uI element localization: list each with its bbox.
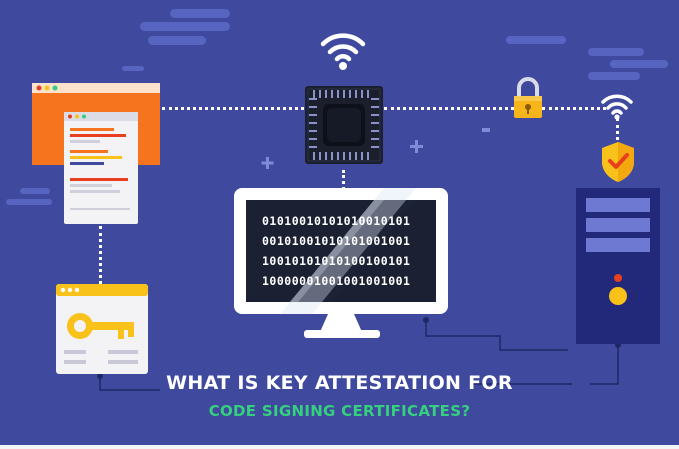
wifi-icon-small [601, 94, 633, 120]
binary-line-2: 00101001010101001001 [262, 234, 411, 248]
wifi-icon [320, 33, 366, 70]
connector-doc-key [99, 226, 102, 284]
key-icon [56, 284, 148, 374]
connector-wifi-shield [616, 118, 619, 140]
connector-browser-chip [162, 107, 304, 110]
connector-chip-monitor [342, 170, 345, 190]
connector-chip-lock [384, 107, 514, 110]
document-icon [64, 112, 138, 224]
chip-icon [305, 86, 383, 164]
monitor-icon [234, 188, 448, 338]
headline-line-1: WHAT IS KEY ATTESTATION FOR [166, 372, 513, 394]
headline-line-2: CODE SIGNING CERTIFICATES? [208, 402, 471, 420]
binary-line-1: 01010010101010010101 [262, 214, 411, 228]
connector-lock-wifi [542, 107, 606, 110]
bottom-border [0, 445, 679, 449]
binary-line-4: 10000001001001001001 [262, 274, 411, 288]
binary-line-3: 10010101010100100101 [262, 254, 411, 268]
shield-check-icon [602, 142, 634, 182]
padlock-icon [514, 77, 542, 118]
server-icon [576, 188, 660, 344]
